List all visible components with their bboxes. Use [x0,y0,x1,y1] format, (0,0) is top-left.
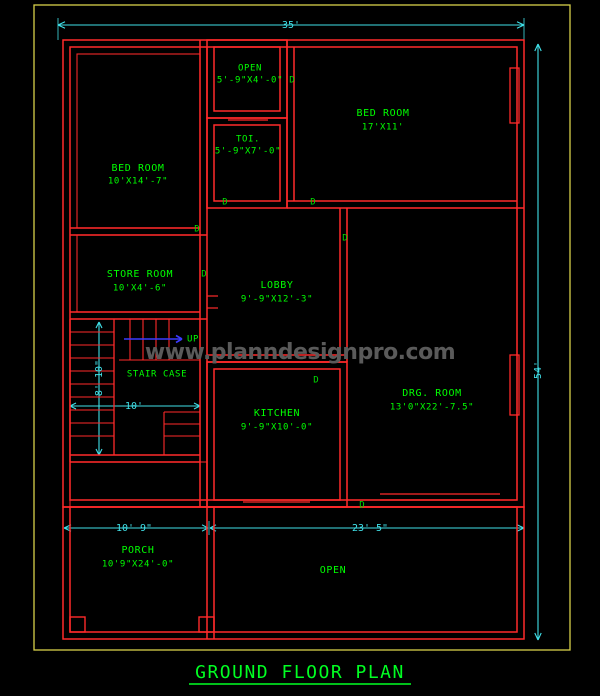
door-marker-lobby-drawing: D [342,234,347,244]
room-label-stair-case: STAIR CASE [127,370,187,380]
dimension-bottom-left: 10'-9" [116,523,152,534]
page-title: GROUND FLOOR PLAN [195,662,405,683]
door-marker-bedroom-right: D [310,198,315,208]
door-marker-toilet: D [222,198,227,208]
room-label-open-top: OPEN [238,64,262,74]
room-size-kitchen: 9'-9"X10'-0" [241,423,313,433]
room-size-open-top: 5'-9"X4'-0" [217,76,283,86]
room-size-store-room: 10'X4'-6" [113,284,167,294]
stair-up-label: UP [187,335,199,345]
sheet-border [33,4,571,651]
room-label-kitchen: KITCHEN [254,408,300,419]
room-label-drawing-room: DRG. ROOM [402,388,462,399]
door-marker-bedroom-left: D [194,225,199,235]
stair-up-arrow [124,334,183,344]
room-label-lobby: LOBBY [260,280,293,291]
room-size-bedroom-left: 10'X14'-7" [108,177,168,187]
door-marker-kitchen: D [313,376,318,386]
door-marker-drawing-room: D [359,501,364,511]
room-size-drawing-room: 13'0"X22'-7.5" [390,403,474,413]
room-label-bedroom-left: BED ROOM [112,163,165,174]
room-label-bedroom-right: BED ROOM [357,108,410,119]
room-size-porch: 10'9"X24'-0" [102,560,174,570]
room-size-lobby: 9'-9"X12'-3" [241,295,313,305]
door-marker-open-top: D [289,76,294,86]
room-label-store-room: STORE ROOM [107,269,173,280]
room-label-open-bottom: OPEN [320,565,346,576]
walls [62,39,525,640]
room-label-porch: PORCH [121,545,154,556]
dimension-lines [57,18,542,641]
room-size-bedroom-right: 17'X11' [362,123,404,133]
room-label-toilet: TOI. [236,135,260,145]
dimension-bottom-right: 23'-5" [352,523,388,534]
dimension-stair-height: 8'-10" [94,360,105,396]
dimension-stair-width: 10' [125,401,143,412]
dimension-right: 54' [533,361,544,379]
door-marker-store-room: D [201,270,206,280]
room-size-toilet: 5'-9"X7'-0" [215,147,281,157]
dimension-top: 35' [282,20,300,31]
